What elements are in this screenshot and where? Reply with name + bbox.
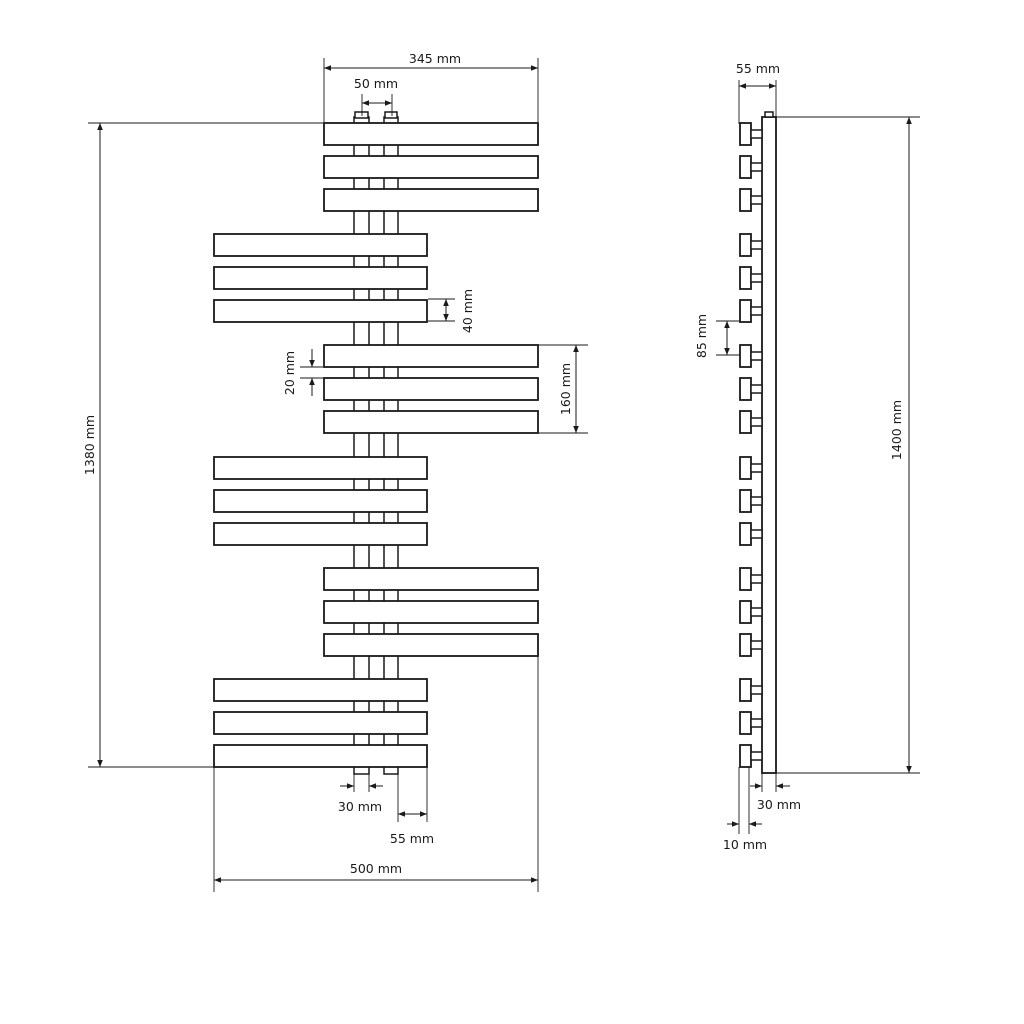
side-bar-profile xyxy=(739,233,752,257)
towel-bar xyxy=(213,744,428,768)
towel-bar xyxy=(213,678,428,702)
dim-total-height: 1380 mm xyxy=(82,122,324,768)
side-bar-profile xyxy=(739,456,752,480)
side-bar-bracket xyxy=(750,607,763,617)
side-bar-bracket xyxy=(750,640,763,650)
dim-label-30-front: 30 mm xyxy=(338,799,382,814)
towel-bar xyxy=(323,410,539,434)
side-bar-bracket xyxy=(750,417,763,427)
towel-bar xyxy=(213,711,428,735)
dim-label-500: 500 mm xyxy=(350,861,402,876)
towel-bar xyxy=(323,155,539,179)
dim-bar-height: 20 mm xyxy=(282,349,324,396)
side-bar-bracket xyxy=(750,496,763,506)
towel-bar xyxy=(323,600,539,624)
side-bar-bracket xyxy=(750,751,763,761)
dim-label-10: 10 mm xyxy=(723,837,767,852)
side-bar-profile xyxy=(739,155,752,179)
towel-bar xyxy=(323,567,539,591)
dim-group-height: 160 mm xyxy=(538,344,588,434)
side-bar-profile xyxy=(739,344,752,368)
dim-wall-gap: 10 mm xyxy=(723,767,767,852)
dim-top-width: 345 mm xyxy=(323,51,539,122)
side-bar-bracket xyxy=(750,306,763,316)
horizontal-bars xyxy=(213,122,539,768)
dim-pipe-width: 30 mm xyxy=(338,774,383,814)
side-bar-bracket xyxy=(750,273,763,283)
dim-label-1400: 1400 mm xyxy=(889,400,904,460)
side-bar-profile xyxy=(739,744,752,768)
side-bar-bracket xyxy=(750,384,763,394)
side-bar-profile xyxy=(739,678,752,702)
side-bar-bracket xyxy=(750,162,763,172)
dim-label-40: 40 mm xyxy=(460,289,475,333)
dim-depth: 55 mm xyxy=(736,61,780,124)
dim-label-85: 85 mm xyxy=(694,314,709,358)
side-bar-profile xyxy=(739,633,752,657)
side-bar-profile xyxy=(739,377,752,401)
side-bar-bracket xyxy=(750,129,763,139)
side-top-valve xyxy=(764,111,774,118)
towel-bar xyxy=(213,233,428,257)
side-bar-profile xyxy=(739,600,752,624)
vertical-pipe xyxy=(353,116,370,775)
side-bar-bracket xyxy=(750,529,763,539)
dim-bar-pitch: 85 mm xyxy=(694,314,740,358)
side-back-panel xyxy=(761,116,777,774)
dim-label-345: 345 mm xyxy=(409,51,461,66)
side-bar-profile xyxy=(739,266,752,290)
side-bar-bracket xyxy=(750,463,763,473)
side-bar-bracket xyxy=(750,685,763,695)
dim-pipe-spacing: 50 mm xyxy=(354,76,398,116)
side-bars xyxy=(739,122,763,768)
towel-bar xyxy=(323,377,539,401)
side-bar-bracket xyxy=(750,718,763,728)
side-bar-profile xyxy=(739,122,752,146)
side-bar-bracket xyxy=(750,351,763,361)
side-bar-bracket xyxy=(750,240,763,250)
dim-label-50: 50 mm xyxy=(354,76,398,91)
dim-label-55-side: 55 mm xyxy=(736,61,780,76)
front-view: 345 mm 50 mm 1380 mm 40 mm xyxy=(82,51,588,892)
dim-label-160: 160 mm xyxy=(558,363,573,415)
towel-bar xyxy=(213,489,428,513)
towel-bar xyxy=(213,266,428,290)
towel-bar xyxy=(323,344,539,368)
towel-bar xyxy=(323,122,539,146)
dim-side-height: 1400 mm xyxy=(776,116,920,774)
dim-label-30-side: 30 mm xyxy=(757,797,801,812)
side-bar-profile xyxy=(739,711,752,735)
towel-bar xyxy=(213,522,428,546)
side-view: 55 mm 85 mm 1400 mm 30 mm xyxy=(694,61,920,852)
side-bar-profile xyxy=(739,522,752,546)
pipe-connector xyxy=(354,111,369,119)
towel-bar xyxy=(213,456,428,480)
side-bar-bracket xyxy=(750,574,763,584)
dim-bar-gap: 40 mm xyxy=(428,289,475,333)
dim-offset: 55 mm xyxy=(390,767,434,846)
dim-label-1380: 1380 mm xyxy=(82,415,97,475)
side-bar-profile xyxy=(739,188,752,212)
towel-bar xyxy=(323,633,539,657)
pipe-connector xyxy=(384,111,398,119)
dim-label-20: 20 mm xyxy=(282,351,297,395)
vertical-pipe xyxy=(383,116,399,775)
dim-back-width: 30 mm xyxy=(750,773,801,812)
dim-total-width: 500 mm xyxy=(213,656,539,892)
side-bar-profile xyxy=(739,489,752,513)
dim-label-55-front: 55 mm xyxy=(390,831,434,846)
side-bar-bracket xyxy=(750,195,763,205)
side-bar-profile xyxy=(739,410,752,434)
towel-bar xyxy=(323,188,539,212)
side-bar-profile xyxy=(739,299,752,323)
side-bar-profile xyxy=(739,567,752,591)
towel-bar xyxy=(213,299,428,323)
